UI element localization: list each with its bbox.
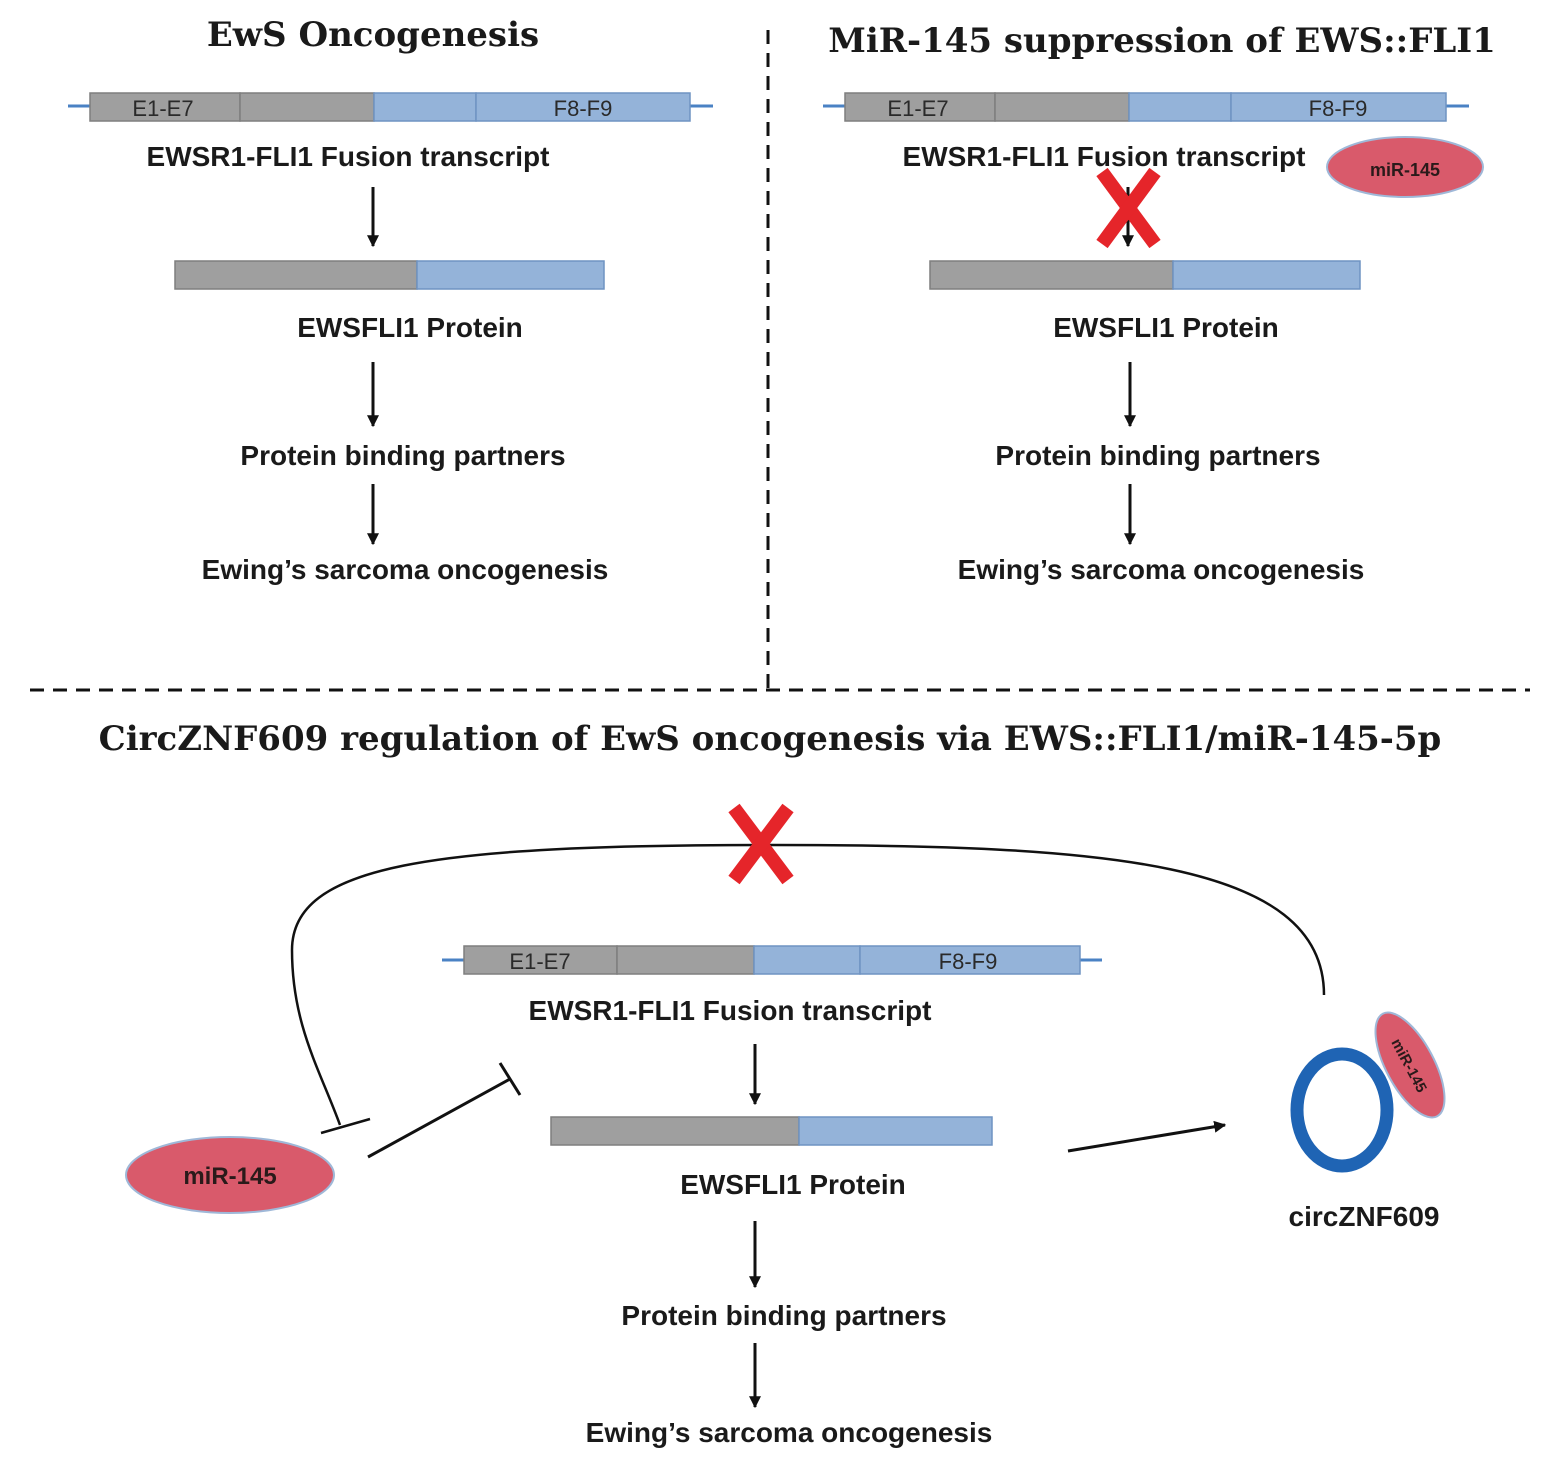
outcome-label: Ewing’s sarcoma oncogenesis bbox=[586, 1417, 993, 1448]
exon-label-f8-f9: F8-F9 bbox=[939, 949, 998, 974]
partners-label: Protein binding partners bbox=[621, 1300, 946, 1331]
ews-exon-segment bbox=[239, 92, 375, 122]
exon-label-e1-e7: E1-E7 bbox=[132, 96, 193, 121]
fusion-transcript-bar: E1-E7 F8-F9 bbox=[442, 945, 1102, 975]
protein-label: EWSFLI1 Protein bbox=[1053, 312, 1279, 343]
fli1-exon-segment bbox=[373, 92, 477, 122]
transcript-label: EWSR1-FLI1 Fusion transcript bbox=[147, 141, 550, 172]
fli1-protein-segment bbox=[416, 260, 605, 290]
protein-label: EWSFLI1 Protein bbox=[297, 312, 523, 343]
transcript-label: EWSR1-FLI1 Fusion transcript bbox=[903, 141, 1306, 172]
inhibition-bar-on-mirna bbox=[320, 1117, 371, 1135]
panel-left: EwS Oncogenesis E1-E7 F8-F9 EWSR1-FLI1 F… bbox=[68, 15, 713, 585]
inhibition-bar-on-transcript bbox=[498, 1062, 522, 1096]
mirna-label: miR-145 bbox=[1370, 160, 1440, 180]
ews-exon-segment bbox=[994, 92, 1130, 122]
outcome-label: Ewing’s sarcoma oncogenesis bbox=[202, 554, 609, 585]
protein-label: EWSFLI1 Protein bbox=[680, 1169, 906, 1200]
fusion-protein-bar bbox=[174, 260, 605, 290]
exon-label-e1-e7: E1-E7 bbox=[509, 949, 570, 974]
fli1-exon-segment bbox=[475, 92, 691, 122]
transcript-label: EWSR1-FLI1 Fusion transcript bbox=[529, 995, 932, 1026]
circrna-bound-mirna: miR-145 bbox=[1374, 1011, 1446, 1119]
mirna-label: miR-145 bbox=[183, 1163, 276, 1190]
block-x-mark bbox=[1096, 167, 1161, 249]
fusion-transcript-bar: E1-E7 F8-F9 bbox=[68, 92, 713, 122]
exon-label-f8-f9: F8-F9 bbox=[1309, 96, 1368, 121]
mirna-blob-group: miR-145 bbox=[125, 1136, 335, 1214]
feedback-inhibition-curve bbox=[290, 843, 1326, 1126]
fli1-exon-segment bbox=[1128, 92, 1232, 122]
partners-label: Protein binding partners bbox=[240, 440, 565, 471]
fli1-exon-segment bbox=[753, 945, 861, 975]
panel-right: MiR-145 suppression of EWS::FLI1 E1-E7 F… bbox=[823, 21, 1496, 585]
circrna-label: circZNF609 bbox=[1289, 1201, 1440, 1232]
panel-right-title: MiR-145 suppression of EWS::FLI1 bbox=[828, 21, 1496, 61]
partners-label: Protein binding partners bbox=[995, 440, 1320, 471]
fli1-protein-segment bbox=[1172, 260, 1361, 290]
ews-protein-segment bbox=[174, 260, 418, 290]
ews-protein-segment bbox=[929, 260, 1174, 290]
fli1-protein-segment bbox=[798, 1116, 993, 1146]
fusion-protein-bar bbox=[550, 1116, 993, 1146]
fusion-transcript-bar: E1-E7 F8-F9 bbox=[823, 92, 1469, 122]
fli1-exon-segment bbox=[859, 945, 1081, 975]
ews-protein-segment bbox=[550, 1116, 800, 1146]
mirna-inhibition-line bbox=[367, 1077, 511, 1159]
exon-label-e1-e7: E1-E7 bbox=[887, 96, 948, 121]
outcome-label: Ewing’s sarcoma oncogenesis bbox=[958, 554, 1365, 585]
panel-bottom: CircZNF609 regulation of EwS oncogenesis… bbox=[99, 719, 1446, 1448]
panel-bottom-title: CircZNF609 regulation of EwS oncogenesis… bbox=[99, 719, 1442, 759]
exon-label-f8-f9: F8-F9 bbox=[554, 96, 613, 121]
fli1-exon-segment bbox=[1230, 92, 1447, 122]
fusion-protein-bar bbox=[929, 260, 1361, 290]
mirna-bound-transcript: miR-145 bbox=[1326, 136, 1484, 198]
ews-exon-segment bbox=[616, 945, 755, 975]
block-x-mark bbox=[728, 803, 794, 885]
arrow-protein-to-circrna bbox=[1067, 1120, 1227, 1153]
circrna-ring bbox=[1290, 1047, 1394, 1173]
mirna-blob bbox=[1374, 1011, 1446, 1119]
mirna-blob bbox=[1326, 136, 1484, 198]
mirna-blob bbox=[125, 1136, 335, 1214]
panel-left-title: EwS Oncogenesis bbox=[207, 15, 539, 55]
circrna-group: miR-145 bbox=[1290, 1011, 1446, 1173]
ews-exon-segment bbox=[89, 92, 241, 122]
